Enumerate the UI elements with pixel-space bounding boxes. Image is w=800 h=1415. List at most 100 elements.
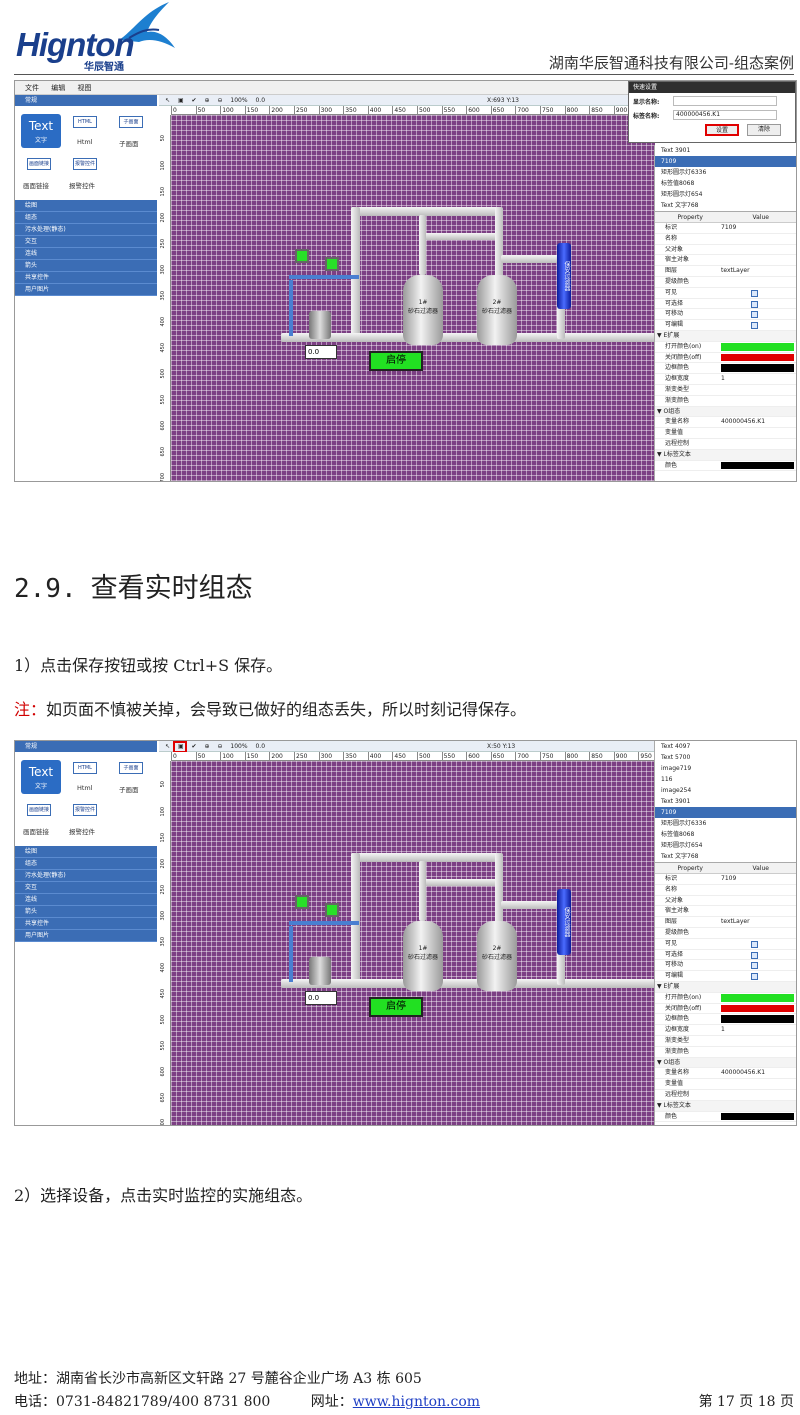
property-value[interactable] [721,1058,796,1068]
tree-item[interactable]: 矩形圆示灯6336 [661,169,707,176]
checkbox-checked-icon[interactable] [751,962,758,970]
property-row[interactable]: 提级颜色 [655,928,796,939]
property-value[interactable] [721,885,796,895]
tree-item[interactable]: Text 文字768 [661,202,699,209]
footer-website-link[interactable]: www.hignton.com [352,1394,481,1410]
zoom-in-icon[interactable]: ⊕ [204,743,210,750]
property-value[interactable] [721,896,796,906]
property-value[interactable] [721,288,796,298]
property-value[interactable] [721,309,796,319]
property-group[interactable]: ▼ L标签文本 [655,449,796,461]
tree-item[interactable]: 7109 [655,807,796,818]
category-sewage[interactable]: 污水处理(静态) [15,224,157,236]
tree-item[interactable]: Text 文字768 [661,853,699,860]
property-value[interactable] [721,342,796,352]
property-row[interactable]: 渐变颜色 [655,1047,796,1058]
property-value[interactable] [721,906,796,916]
property-group[interactable]: ▼ O组态 [655,1057,796,1069]
tree-item[interactable]: 矩形圆示灯654 [661,191,703,198]
html-tool-button-2[interactable]: HTML [73,762,97,774]
color-swatch[interactable] [721,1004,794,1013]
property-value[interactable] [721,396,796,406]
property-row[interactable]: 可见 [655,288,796,299]
panel-head-general[interactable]: 常规 [15,95,157,106]
display-name-input[interactable] [673,96,777,106]
menu-view[interactable]: 视图 [77,84,92,92]
property-row[interactable]: 父对象 [655,245,796,256]
category-user-images-2[interactable]: 用户图片 [15,930,157,942]
tree-item[interactable]: image719 [661,765,692,772]
property-value[interactable] [721,439,796,449]
property-row[interactable]: 可选择 [655,299,796,310]
color-swatch[interactable] [721,1112,794,1121]
property-row[interactable]: 颜色 [655,461,796,472]
color-swatch[interactable] [721,993,794,1002]
property-row[interactable]: 可编辑 [655,320,796,331]
property-group[interactable]: ▼ E扩展 [655,981,796,993]
property-row[interactable]: 可移动 [655,309,796,321]
start-stop-button[interactable]: 启停 [369,351,423,371]
property-value[interactable]: 400000456.K1 [721,1069,766,1077]
property-value[interactable] [721,1036,796,1046]
subpage-tool-button[interactable]: 子画面 [119,116,143,128]
tree-item[interactable]: image254 [661,787,692,794]
link-tool-button-2[interactable]: 画面链接 [27,804,51,816]
check-icon[interactable]: ✔ [191,743,197,750]
property-value[interactable] [721,428,796,438]
property-row[interactable]: 颜色 [655,1112,796,1123]
tree-item[interactable]: Text 3901 [661,147,691,154]
property-value[interactable] [721,1112,796,1122]
property-value[interactable] [721,939,796,949]
property-group[interactable]: ▼ L标签文本 [655,1100,796,1112]
property-value[interactable] [721,971,796,981]
property-value[interactable] [721,363,796,373]
link-tool-button[interactable]: 画面链接 [27,158,51,170]
property-value[interactable]: 7109 [721,224,737,231]
property-row[interactable]: 渐变类型 [655,1036,796,1047]
property-row[interactable]: 边框颜色 [655,363,796,375]
html-tool-button[interactable]: HTML [73,116,97,128]
menu-edit[interactable]: 编辑 [51,84,66,92]
menu-file[interactable]: 文件 [25,84,39,92]
property-value[interactable] [721,1004,796,1014]
category-connector-2[interactable]: 连线 [15,894,157,906]
tree-item[interactable]: 标签值8068 [661,180,695,187]
property-row[interactable]: 渐变颜色 [655,396,796,407]
subpage-tool-button-2[interactable]: 子画面 [119,762,143,774]
property-row[interactable]: 边框颜色 [655,1014,796,1026]
color-swatch[interactable] [721,342,794,351]
property-group[interactable]: ▼ O组态 [655,406,796,418]
save-icon[interactable]: ▣ [177,97,184,104]
property-row[interactable]: 远程控制 [655,439,796,450]
property-row[interactable]: 宿主对象 [655,255,796,267]
set-button[interactable]: 设置 [705,124,739,136]
tree-item[interactable]: Text 5700 [661,754,691,761]
category-user-images[interactable]: 用户图片 [15,284,157,296]
tree-item[interactable]: Text 3901 [661,798,691,805]
property-row[interactable]: 可移动 [655,960,796,972]
panel-head-general-2[interactable]: 常规 [15,741,157,752]
property-value[interactable] [721,450,796,460]
category-scada-2[interactable]: 组态 [15,858,157,870]
property-value[interactable] [721,1101,796,1111]
category-connector[interactable]: 连线 [15,248,157,260]
property-value[interactable]: 7109 [721,875,737,882]
check-icon[interactable]: ✔ [191,97,197,104]
property-row[interactable]: 远程控制 [655,1090,796,1101]
property-value[interactable]: textLayer [721,918,750,926]
property-row[interactable]: 名称 [655,234,796,245]
property-row[interactable]: 可见 [655,939,796,950]
save-icon[interactable]: ▣ [177,743,184,750]
property-value[interactable] [721,928,796,938]
property-value[interactable]: textLayer [721,267,750,275]
tree-item[interactable]: 标签值8068 [661,831,695,838]
tree-item[interactable]: 116 [661,776,673,783]
category-sewage-2[interactable]: 污水处理(静态) [15,870,157,882]
property-value[interactable] [721,277,796,287]
